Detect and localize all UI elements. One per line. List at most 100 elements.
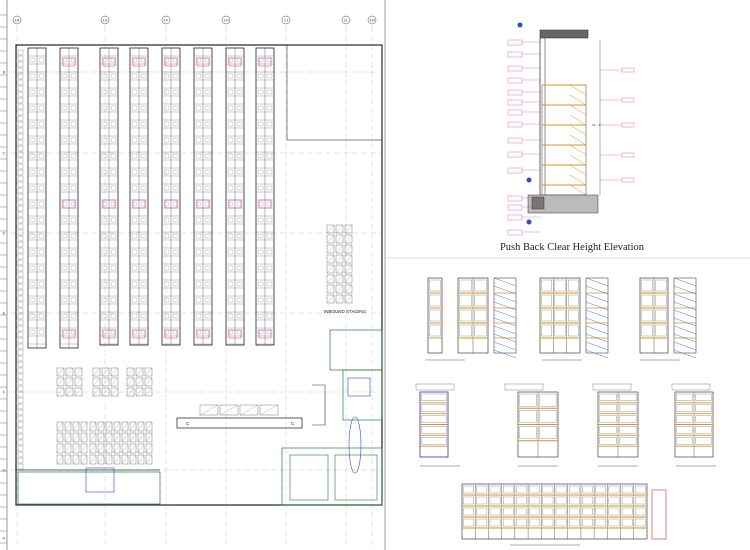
wall-column-marker <box>17 439 24 446</box>
wall-column-marker <box>17 271 24 278</box>
staging-pallet-diagonal <box>97 454 105 465</box>
pallet-load <box>474 324 487 337</box>
rack-callout-tag <box>132 199 146 209</box>
pallet-position <box>101 169 108 175</box>
pallet-position <box>227 137 234 143</box>
pallet-load <box>421 393 447 401</box>
staging-pallet-diagonal <box>137 421 145 432</box>
pallet-position <box>70 105 77 111</box>
pallet-position <box>70 185 77 191</box>
wall-column-marker <box>17 319 24 326</box>
staging-pallet <box>335 254 344 264</box>
wall-column-marker <box>17 49 24 56</box>
pallet-load <box>489 507 501 516</box>
staging-pallet <box>326 234 335 244</box>
staging-pallet <box>65 377 74 387</box>
staging-pallet <box>80 432 88 443</box>
staging-pallet <box>121 421 129 432</box>
annotation-tag-right <box>621 152 635 158</box>
staging-pallet-diagonal <box>335 224 344 234</box>
staging-pallet-diagonal <box>56 432 64 443</box>
staging-pallet <box>135 367 144 377</box>
pallet-load <box>695 415 712 423</box>
pallet-position <box>101 185 108 191</box>
pallet-load <box>421 415 447 423</box>
column-bubble-label: 1L <box>344 18 349 23</box>
staging-pallet <box>145 421 153 432</box>
pallet-position <box>110 169 117 175</box>
pallet-position <box>227 89 234 95</box>
staging-pallet-diagonal <box>89 454 97 465</box>
wall-column-marker <box>17 415 24 422</box>
rack-side-bracing <box>673 301 697 311</box>
rack-side-bracing <box>673 293 697 303</box>
pallet-position <box>172 105 179 111</box>
wall-column-marker <box>17 361 24 368</box>
pallet-load <box>459 324 472 337</box>
rack-side-bracing <box>585 349 609 359</box>
pallet-load <box>463 496 474 505</box>
staging-pallet <box>64 454 72 465</box>
staging-pallet-diagonal <box>113 432 121 443</box>
wall-column-marker <box>17 349 24 356</box>
rack-callout-tag <box>164 57 178 67</box>
pallet-position <box>163 137 170 143</box>
wall-column-marker <box>17 277 24 284</box>
staging-pallet <box>80 454 88 465</box>
pallet-position <box>236 281 243 287</box>
staging-pallet-diagonal <box>126 377 135 387</box>
pallet-position <box>38 201 45 207</box>
staging-pallet <box>344 244 353 254</box>
staging-pallet-diagonal <box>72 421 80 432</box>
staging-pallet-diagonal <box>129 421 137 432</box>
pallet-load <box>463 507 474 516</box>
pallet-load <box>541 324 552 337</box>
staging-pallet <box>126 377 135 387</box>
staging-pallet-diagonal <box>137 454 145 465</box>
pallet-load <box>539 410 557 423</box>
pallet-load <box>695 426 712 434</box>
pallet-position <box>204 185 211 191</box>
pallet-load <box>519 393 537 407</box>
pallet-position <box>70 217 77 223</box>
pallet-position <box>38 297 45 303</box>
pallet-position <box>172 89 179 95</box>
staging-pallet-diagonal <box>344 264 353 274</box>
staging-pallet-diagonal <box>344 224 353 234</box>
wall-column-marker <box>17 301 24 308</box>
staging-pallet <box>56 432 64 443</box>
pallet-load <box>489 496 501 505</box>
pallet-position <box>29 105 36 111</box>
wall-column-marker <box>17 169 24 176</box>
pallet-load <box>541 309 552 322</box>
staging-pallet-diagonal <box>64 443 72 454</box>
pallet-position <box>29 201 36 207</box>
pallet-position <box>29 153 36 159</box>
pallet-load <box>568 279 579 292</box>
pallet-load <box>421 437 447 445</box>
wall-column-marker <box>17 151 24 158</box>
staging-pallet-diagonal <box>326 274 335 284</box>
staging-pallet-diagonal <box>101 377 110 387</box>
rack-callout-tag <box>132 329 146 339</box>
pallet-load <box>554 294 566 307</box>
pallet-position <box>70 169 77 175</box>
annotation-tag <box>507 137 523 144</box>
pallet-position <box>163 169 170 175</box>
staging-pallet-diagonal <box>72 443 80 454</box>
rack-callout-tag <box>228 57 242 67</box>
pallet-position <box>38 105 45 111</box>
pallet-position <box>29 137 36 143</box>
section-marker <box>526 177 532 183</box>
rack-side-bracing <box>493 277 517 287</box>
rack-bracing <box>569 124 587 136</box>
pallet-position <box>70 249 77 255</box>
pallet-position <box>195 137 202 143</box>
row-bubble-label: C <box>3 151 6 156</box>
pallet-position <box>29 121 36 127</box>
staging-pallet <box>344 284 353 294</box>
rack-side-bracing <box>493 301 517 311</box>
wall-column-marker <box>17 67 24 74</box>
staging-pallet-diagonal <box>335 284 344 294</box>
wall-column-marker <box>17 91 24 98</box>
